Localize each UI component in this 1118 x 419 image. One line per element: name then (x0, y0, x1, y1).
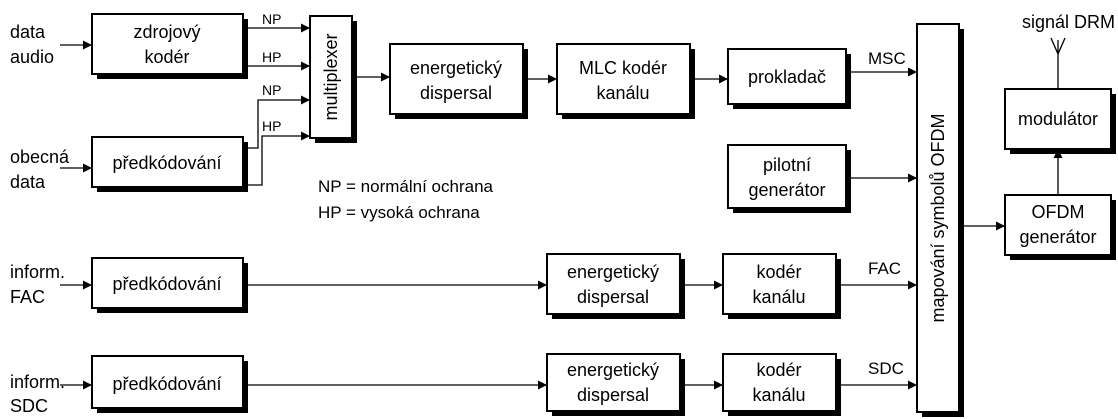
energy-dispersal-block-fac: energetický dispersal (546, 253, 685, 319)
precoding-block-sdc: předkódování (91, 355, 248, 413)
svg-text:předkódování: předkódování (112, 374, 221, 394)
svg-text:energetický: energetický (410, 58, 502, 78)
fac-label: FAC (868, 259, 901, 278)
input-fac-info: inform. FAC (10, 262, 65, 307)
svg-text:inform.: inform. (10, 372, 65, 392)
energy-dispersal-block-main: energetický dispersal (389, 43, 528, 119)
multiplexer-block: multiplexer (309, 15, 357, 143)
svg-text:multiplexer: multiplexer (321, 33, 341, 120)
svg-text:obecná: obecná (10, 147, 70, 167)
legend-hp: HP = vysoká ochrana (318, 203, 480, 222)
svg-text:kodér: kodér (756, 262, 801, 282)
svg-text:zdrojový: zdrojový (133, 22, 200, 42)
interleaver-block: prokladač (727, 48, 851, 109)
pilot-generator-block: pilotní generátor (727, 144, 851, 213)
mlc-coder-block: MLC kodér kanálu (556, 43, 695, 119)
input-data-audio: data audio (10, 22, 54, 67)
svg-text:energetický: energetický (567, 360, 659, 380)
ofdm-generator-block: OFDM generátor (1004, 194, 1116, 260)
svg-text:dispersal: dispersal (577, 385, 649, 405)
channel-coder-block-sdc: kodér kanálu (722, 353, 841, 416)
svg-text:data: data (10, 22, 46, 42)
svg-text:OFDM: OFDM (1032, 202, 1085, 222)
ofdm-mapper-block: mapování symbolů OFDM (916, 23, 964, 417)
svg-text:kanálu: kanálu (752, 287, 805, 307)
hp-label-audio: HP (262, 49, 281, 65)
source-coder-block: zdrojový kodér (91, 13, 248, 79)
svg-text:SDC: SDC (10, 396, 48, 416)
np-label-data: NP (262, 82, 281, 98)
svg-text:generátor: generátor (748, 180, 825, 200)
svg-text:kodér: kodér (756, 360, 801, 380)
svg-text:MLC kodér: MLC kodér (579, 58, 667, 78)
svg-text:pilotní: pilotní (763, 155, 811, 175)
connectors (60, 23, 1063, 390)
input-sdc-info: inform. SDC (10, 372, 65, 416)
svg-text:mapování symbolů OFDM: mapování symbolů OFDM (928, 113, 948, 322)
svg-text:data: data (10, 172, 46, 192)
svg-text:prokladač: prokladač (748, 67, 826, 87)
antenna-icon (1050, 37, 1066, 89)
sdc-label: SDC (868, 359, 904, 378)
svg-text:modulátor: modulátor (1018, 109, 1098, 129)
svg-text:předkódování: předkódování (112, 153, 221, 173)
input-general-data: obecná data (10, 147, 70, 192)
svg-text:kanálu: kanálu (596, 83, 649, 103)
svg-text:generátor: generátor (1019, 227, 1096, 247)
hp-label-data: HP (262, 118, 281, 134)
output-signal-label: signál DRM (1022, 12, 1115, 32)
svg-text:FAC: FAC (10, 287, 45, 307)
svg-text:předkódování: předkódování (112, 274, 221, 294)
svg-text:inform.: inform. (10, 262, 65, 282)
msc-label: MSC (868, 49, 906, 68)
modulator-block: modulátor (1004, 88, 1116, 154)
svg-text:dispersal: dispersal (577, 287, 649, 307)
precoding-block-main: předkódování (91, 136, 248, 192)
svg-text:audio: audio (10, 47, 54, 67)
svg-text:energetický: energetický (567, 262, 659, 282)
svg-text:kodér: kodér (144, 47, 189, 67)
svg-text:dispersal: dispersal (420, 83, 492, 103)
channel-coder-block-fac: kodér kanálu (722, 253, 841, 319)
precoding-block-fac: předkódování (91, 257, 248, 313)
legend-np: NP = normální ochrana (318, 177, 494, 196)
np-label-audio: NP (262, 11, 281, 27)
svg-text:kanálu: kanálu (752, 385, 805, 405)
energy-dispersal-block-sdc: energetický dispersal (546, 353, 685, 416)
